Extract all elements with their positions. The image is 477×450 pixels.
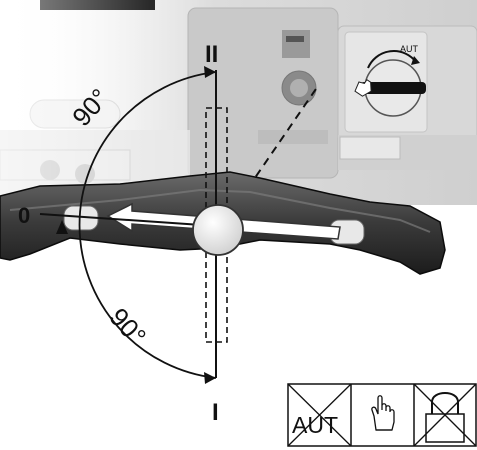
hand-pointer-icon — [354, 79, 372, 97]
aut-crossed-icon: AUT — [287, 383, 352, 447]
linkage-dashed-line — [247, 85, 319, 189]
arc-arrow-top-icon — [204, 66, 216, 78]
aut-mode-label: AUT — [400, 44, 419, 54]
rotation-arc — [78, 71, 217, 379]
aut-symbol-text: AUT — [292, 412, 338, 438]
hand-icon — [371, 395, 395, 431]
angle-lower-label: 90° — [104, 302, 153, 351]
rotation-hub — [192, 204, 244, 256]
position-top-label: II — [205, 41, 218, 68]
position-bottom-label: I — [212, 399, 219, 426]
indicator-window — [282, 30, 310, 58]
horizontal-axis — [39, 213, 217, 227]
padlock-crossed-icon — [413, 383, 477, 447]
device-background: AUT — [0, 0, 477, 205]
arc-arrow-middle-icon — [56, 220, 68, 234]
position-left-label: 0 — [18, 203, 30, 228]
rotary-selector — [360, 50, 426, 117]
symbols-legend: AUT — [287, 383, 477, 447]
arc-arrow-bottom-icon — [204, 372, 216, 384]
